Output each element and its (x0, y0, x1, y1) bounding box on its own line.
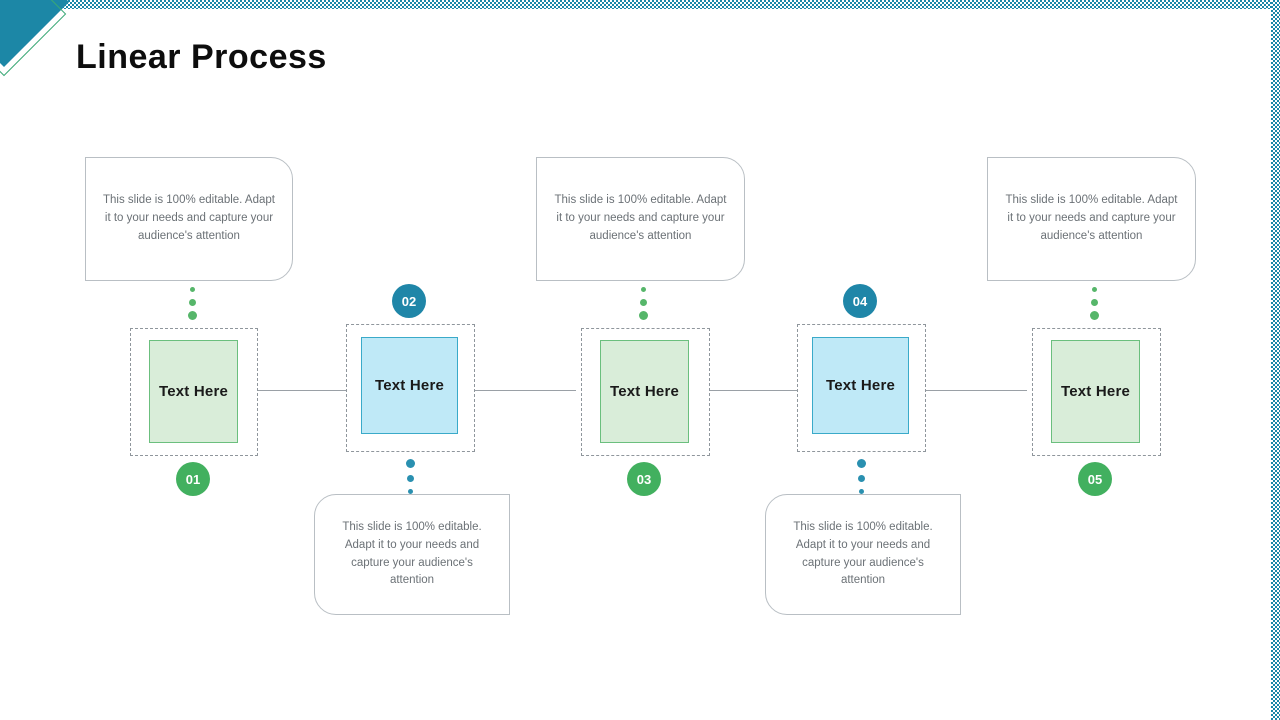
callout-text-step-01: This slide is 100% editable. Adapt it to… (103, 194, 275, 242)
connector-line-4-5 (926, 390, 1027, 391)
connector-dot-step-05-b (1091, 299, 1098, 306)
step-badge-05[interactable]: 05 (1078, 462, 1112, 496)
page-title: Linear Process (76, 38, 327, 76)
callout-step-03[interactable]: This slide is 100% editable. Adapt it to… (536, 157, 745, 281)
connector-dot-step-02-b (407, 475, 414, 482)
connector-dot-step-04-c (859, 489, 864, 494)
connector-dot-step-01-c (188, 311, 197, 320)
connector-line-1-2 (258, 390, 346, 391)
step-box-03[interactable]: Text Here (600, 340, 689, 443)
connector-line-2-3 (475, 390, 576, 391)
step-box-01[interactable]: Text Here (149, 340, 238, 443)
connector-line-3-4 (710, 390, 798, 391)
connector-dot-step-04-b (858, 475, 865, 482)
step-badge-04[interactable]: 04 (843, 284, 877, 318)
step-badge-01[interactable]: 01 (176, 462, 210, 496)
callout-step-04[interactable]: This slide is 100% editable. Adapt it to… (765, 494, 961, 615)
step-badge-label-01: 01 (185, 471, 201, 487)
step-badge-label-03: 03 (636, 471, 652, 487)
connector-dot-step-02-c (408, 489, 413, 494)
step-box-label-02: Text Here (374, 377, 445, 394)
callout-step-01[interactable]: This slide is 100% editable. Adapt it to… (85, 157, 293, 281)
step-box-label-03: Text Here (609, 383, 680, 400)
connector-dot-step-03-a (641, 287, 646, 292)
right-border-pattern (1271, 0, 1280, 720)
connector-dot-step-05-a (1092, 287, 1097, 292)
callout-step-05[interactable]: This slide is 100% editable. Adapt it to… (987, 157, 1196, 281)
step-badge-label-04: 04 (852, 293, 868, 309)
top-border-pattern (62, 0, 1280, 9)
step-box-02[interactable]: Text Here (361, 337, 458, 434)
step-box-label-05: Text Here (1060, 383, 1131, 400)
step-badge-03[interactable]: 03 (627, 462, 661, 496)
step-box-04[interactable]: Text Here (812, 337, 909, 434)
callout-text-step-02: This slide is 100% editable. Adapt it to… (342, 520, 482, 587)
step-badge-02[interactable]: 02 (392, 284, 426, 318)
callout-text-step-05: This slide is 100% editable. Adapt it to… (1005, 194, 1178, 242)
connector-dot-step-05-c (1090, 311, 1099, 320)
callout-text-step-04: This slide is 100% editable. Adapt it to… (793, 520, 933, 587)
connector-dot-step-03-c (639, 311, 648, 320)
step-box-label-04: Text Here (825, 377, 896, 394)
connector-dot-step-01-b (189, 299, 196, 306)
callout-text-step-03: This slide is 100% editable. Adapt it to… (554, 194, 727, 242)
connector-dot-step-03-b (640, 299, 647, 306)
step-box-label-01: Text Here (158, 383, 229, 400)
step-badge-label-05: 05 (1087, 471, 1103, 487)
connector-dot-step-04-a (857, 459, 866, 468)
step-badge-label-02: 02 (401, 293, 417, 309)
step-box-05[interactable]: Text Here (1051, 340, 1140, 443)
callout-step-02[interactable]: This slide is 100% editable. Adapt it to… (314, 494, 510, 615)
connector-dot-step-02-a (406, 459, 415, 468)
connector-dot-step-01-a (190, 287, 195, 292)
